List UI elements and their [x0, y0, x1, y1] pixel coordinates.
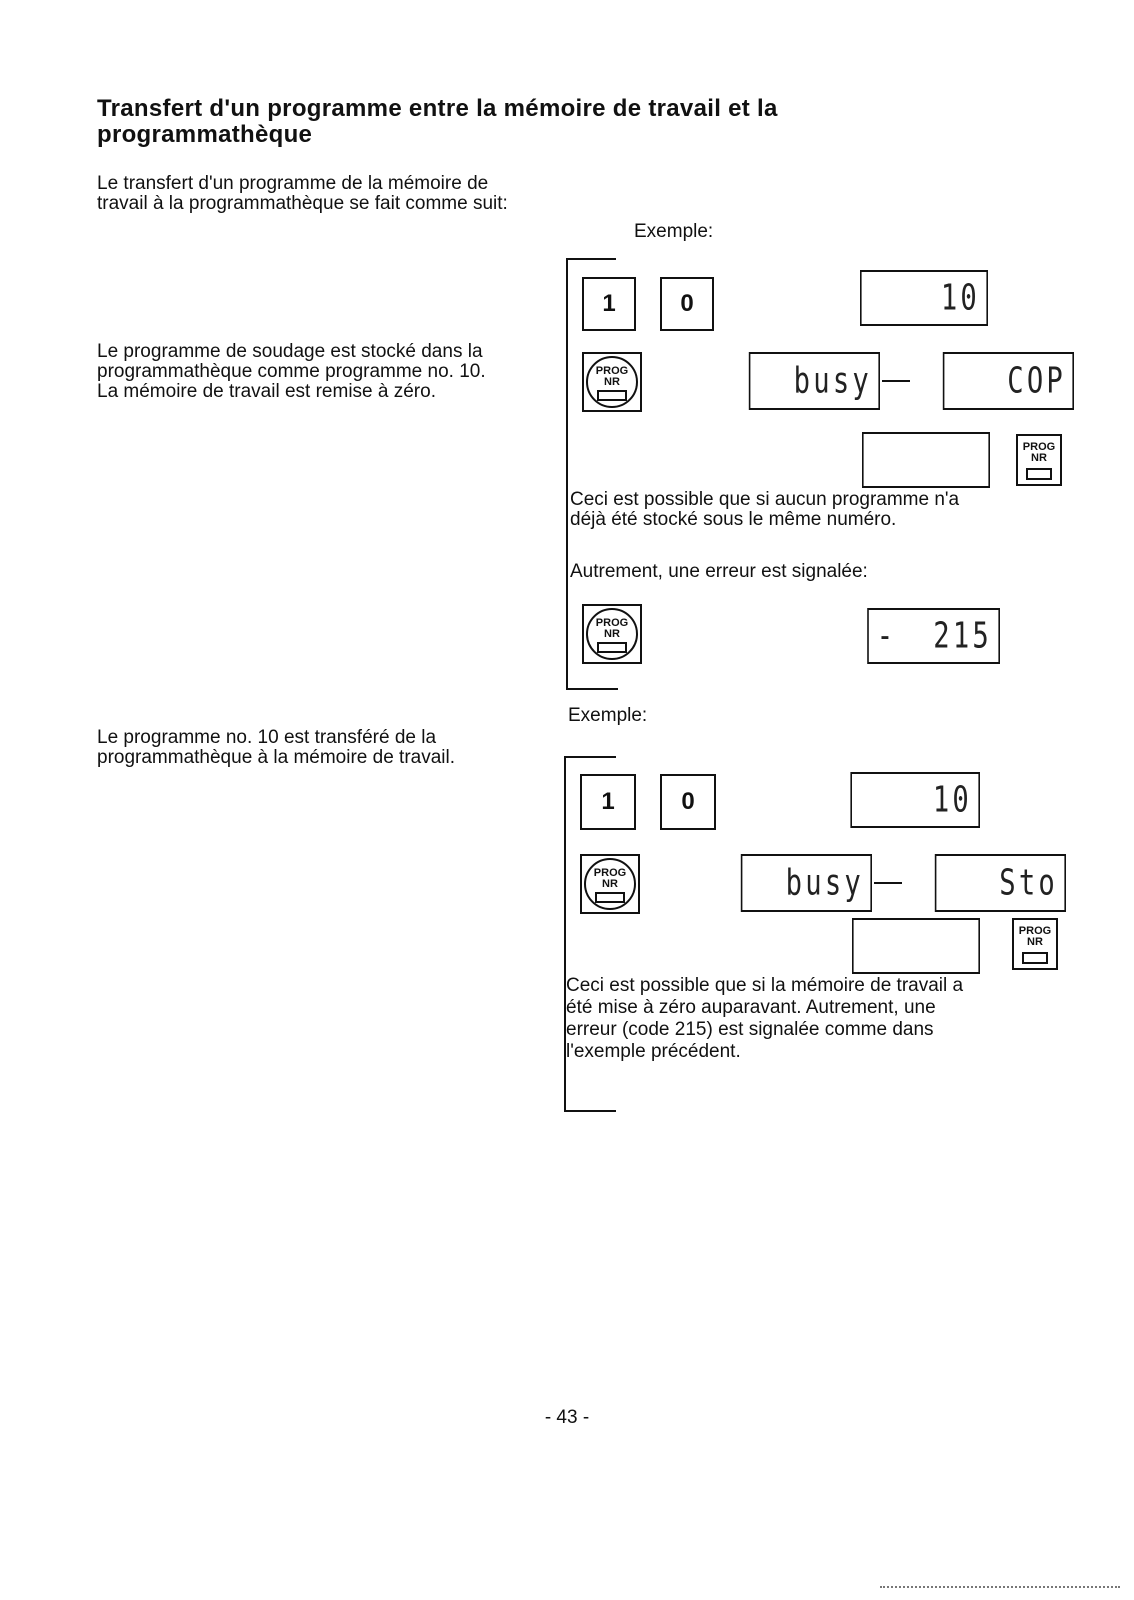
prog-sq2-label-nr: NR — [1027, 936, 1043, 948]
prog-nr-key-square-2[interactable]: PROG NR — [1012, 918, 1058, 970]
bracket-top-1 — [566, 258, 616, 260]
key-0-b[interactable]: 0 — [660, 774, 716, 830]
note2-line-1: Ceci est possible que si la mémoire de t… — [566, 975, 964, 996]
error-code: 215 — [933, 615, 992, 657]
display-busy: busy — [748, 352, 880, 410]
prog-nr-key-2[interactable]: PROG NR — [580, 854, 640, 914]
note1-line-2: déjà été stocké sous le même numéro. — [570, 509, 897, 530]
key-1-b[interactable]: 1 — [580, 774, 636, 830]
prog-err-label-prog: PROG — [595, 617, 629, 629]
prog-nr-key-error-ring — [586, 608, 638, 660]
prog2-slot — [595, 892, 625, 903]
prog2-label-nr: NR — [602, 878, 618, 890]
display-blank — [862, 432, 990, 488]
prog-nr-key-square[interactable]: PROG NR — [1016, 434, 1062, 486]
desc1-line-1: Le programme de soudage est stocké dans … — [97, 341, 483, 362]
bracket-side-2 — [564, 756, 566, 1110]
page-title: Transfert d'un programme entre la mémoir… — [97, 95, 778, 148]
bracket-bottom-2 — [564, 1110, 616, 1112]
note2-line-4: l'exemple précédent. — [566, 1041, 741, 1062]
intro-line-1: Le transfert d'un programme de la mémoir… — [97, 173, 489, 194]
bracket-side-1 — [566, 258, 568, 688]
arrow-right-2 — [874, 882, 902, 884]
display-program-number: 10 — [860, 270, 988, 326]
prog-nr-key-error[interactable]: PROG NR — [582, 604, 642, 664]
bracket-top-2 — [564, 756, 616, 758]
prog-sq2-slot — [1022, 952, 1048, 964]
prog-sq-label-prog: PROG — [1022, 441, 1056, 453]
example-label-2: Exemple: — [568, 705, 648, 726]
prog-sq-label-nr: NR — [1031, 452, 1047, 464]
display-blank-2 — [852, 918, 980, 974]
note2-line-3: erreur (code 215) est signalée comme dan… — [566, 1019, 934, 1040]
display-error: - 215 — [867, 608, 1000, 664]
prog-key-label-nr: NR — [604, 376, 620, 388]
prog2-label-prog: PROG — [593, 867, 627, 879]
bracket-bottom-1 — [566, 688, 618, 690]
display-result-sto: Sto — [934, 854, 1066, 912]
note1-line-1: Ceci est possible que si aucun programme… — [570, 489, 960, 510]
page-number: - 43 - — [544, 1407, 590, 1428]
desc2-line-1: Le programme no. 10 est transféré de la — [97, 727, 437, 748]
display-program-number-2: 10 — [850, 772, 980, 828]
desc1-line-2: programmathèque comme programme no. 10. — [97, 361, 486, 382]
prog-key-label-prog: PROG — [595, 365, 629, 377]
scan-artifact-line — [880, 1586, 1120, 1588]
prog-sq-slot — [1026, 468, 1052, 480]
note2-line-2: été mise à zéro auparavant. Autrement, u… — [566, 997, 936, 1018]
intro-line-2: travail à la programmathèque se fait com… — [97, 193, 508, 214]
example-label-1: Exemple: — [634, 221, 714, 242]
desc2-line-2: programmathèque à la mémoire de travail. — [97, 747, 456, 768]
prog-key-slot — [597, 390, 627, 401]
error-prefix: - — [876, 615, 897, 657]
display-busy-2: busy — [740, 854, 872, 912]
prog-nr-key[interactable]: PROG NR — [582, 352, 642, 412]
key-0[interactable]: 0 — [660, 277, 714, 331]
error-intro: Autrement, une erreur est signalée: — [570, 561, 868, 582]
display-result-cop: COP — [942, 352, 1074, 410]
prog-nr-key-2-ring — [584, 858, 636, 910]
prog-err-label-nr: NR — [604, 628, 620, 640]
desc1-line-3: La mémoire de travail est remise à zéro. — [97, 381, 436, 402]
key-1[interactable]: 1 — [582, 277, 636, 331]
prog-err-slot — [597, 642, 627, 653]
prog-sq2-label-prog: PROG — [1018, 925, 1052, 937]
prog-nr-key-ring — [586, 356, 638, 408]
arrow-right — [882, 380, 910, 382]
